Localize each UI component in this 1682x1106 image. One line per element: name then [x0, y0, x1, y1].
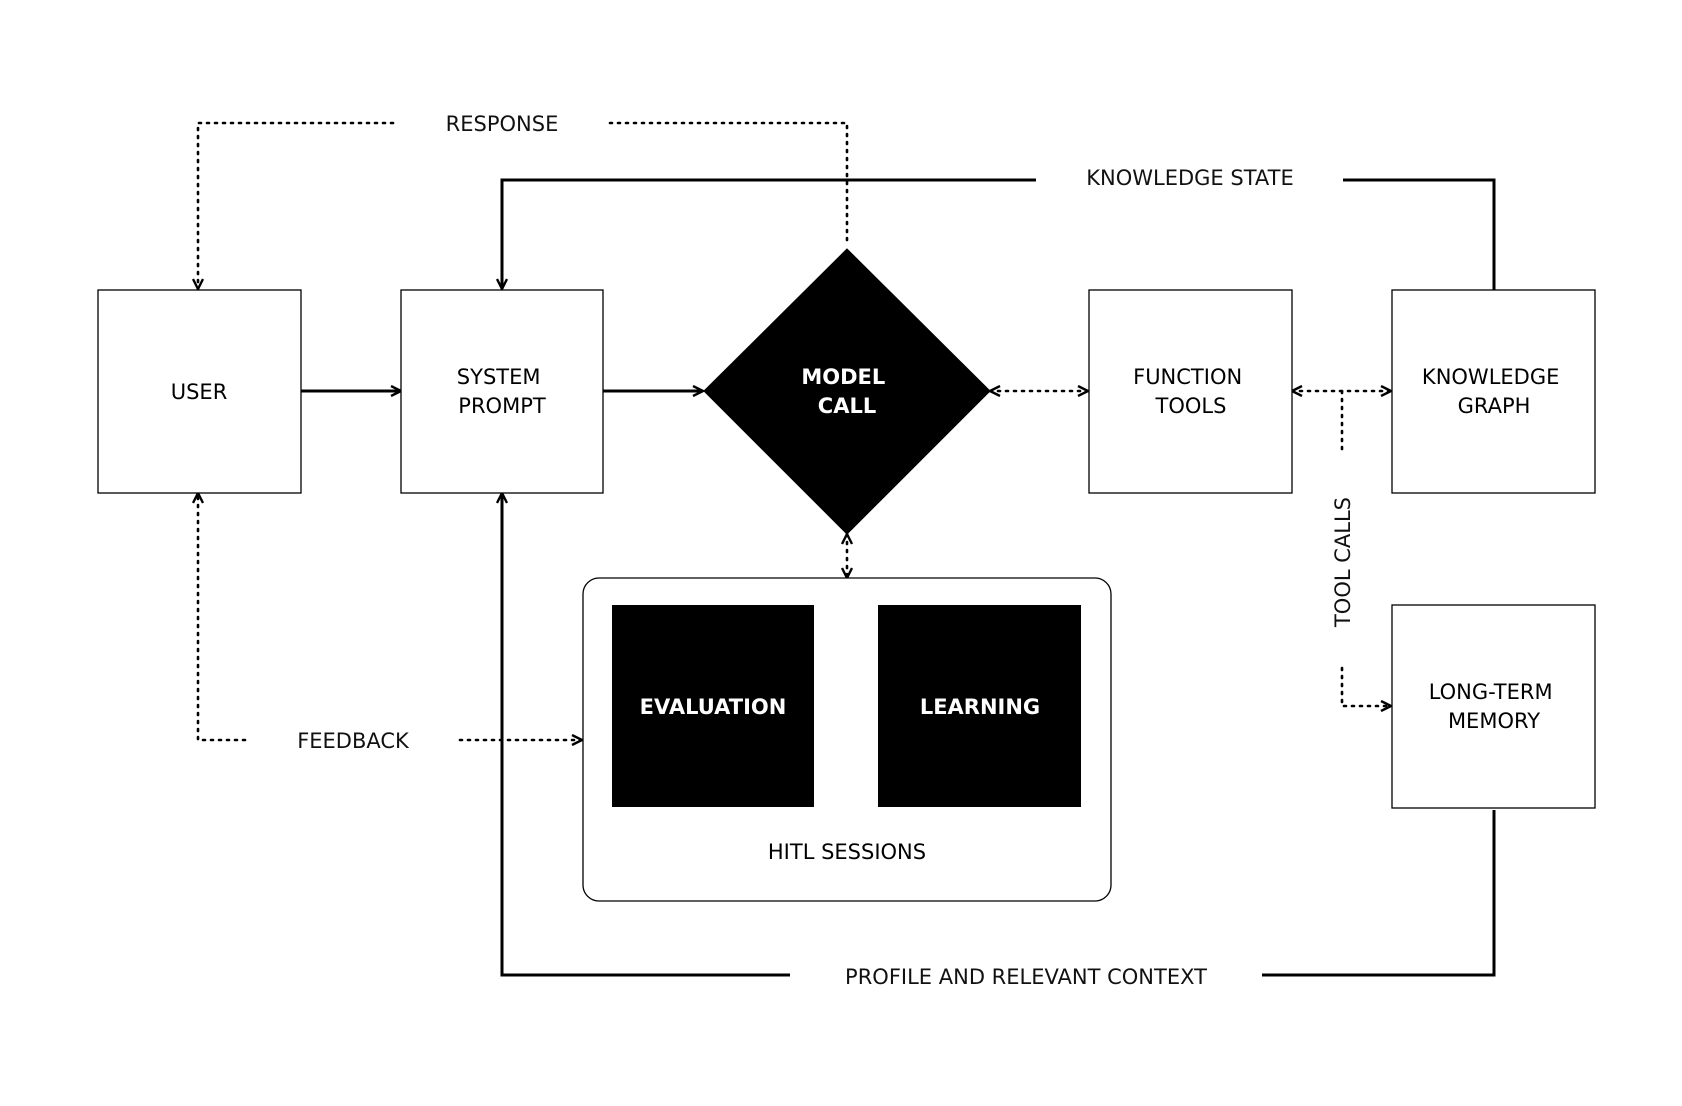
model-call-node: MODEL CALL — [703, 248, 991, 535]
learning-node: LEARNING — [878, 605, 1081, 807]
model-call-label-line2: CALL — [818, 394, 876, 418]
evaluation-node: EVALUATION — [612, 605, 814, 807]
function-tools-node: FUNCTION TOOLS — [1088, 289, 1293, 494]
knowledge-graph-label-line1: KNOWLEDGE — [1422, 365, 1559, 389]
svg-text:LEARNING: LEARNING — [920, 695, 1040, 719]
feedback-label: FEEDBACK — [297, 729, 410, 753]
svg-text:SYSTEM PROMPT: SYSTEM PROMPT — [457, 365, 547, 418]
response-edge: RESPONSE — [198, 112, 849, 291]
long-term-memory-label-line1: LONG-TERM — [1429, 680, 1553, 704]
feedback-edge: FEEDBACK — [198, 491, 584, 753]
long-term-memory-label-line2: MEMORY — [1448, 709, 1540, 733]
svg-text:FUNCTION TOOLS: FUNCTION TOOLS — [1133, 365, 1249, 418]
svg-text:LONG-TERM MEMORY: LONG-TERM MEMORY — [1429, 680, 1560, 733]
hitl-sessions-label: HITL SESSIONS — [768, 840, 926, 864]
function-tools-label-line2: TOOLS — [1155, 394, 1227, 418]
profile-context-label: PROFILE AND RELEVANT CONTEXT — [845, 965, 1207, 989]
user-label: USER — [171, 380, 228, 404]
profile-context-edge: PROFILE AND RELEVANT CONTEXT — [502, 493, 1496, 989]
svg-text:EVALUATION: EVALUATION — [640, 695, 787, 719]
hitl-sessions-node: EVALUATION LEARNING HITL SESSIONS — [582, 577, 1112, 902]
svg-text:KNOWLEDGE GRAPH: KNOWLEDGE GRAPH — [1422, 365, 1566, 418]
svg-text:MODEL CALL: MODEL CALL — [801, 365, 892, 418]
knowledge-graph-label-line2: GRAPH — [1458, 394, 1531, 418]
system-prompt-label-line1: SYSTEM — [457, 365, 541, 389]
user-node: USER — [97, 289, 302, 494]
response-label: RESPONSE — [446, 112, 559, 136]
learning-label: LEARNING — [920, 695, 1040, 719]
tool-calls-label: TOOL CALLS — [1331, 497, 1355, 628]
system-prompt-node: SYSTEM PROMPT — [400, 289, 604, 494]
knowledge-state-label: KNOWLEDGE STATE — [1086, 166, 1294, 190]
evaluation-label: EVALUATION — [640, 695, 787, 719]
model-call-label-line1: MODEL — [801, 365, 885, 389]
tool-calls-edge: TOOL CALLS — [1331, 389, 1393, 706]
knowledge-state-edge: KNOWLEDGE STATE — [502, 166, 1496, 290]
function-tools-label-line1: FUNCTION — [1133, 365, 1242, 389]
system-prompt-label-line2: PROMPT — [458, 394, 546, 418]
knowledge-graph-node: KNOWLEDGE GRAPH — [1391, 289, 1596, 494]
long-term-memory-node: LONG-TERM MEMORY — [1391, 604, 1596, 809]
svg-text:USER: USER — [171, 380, 228, 404]
